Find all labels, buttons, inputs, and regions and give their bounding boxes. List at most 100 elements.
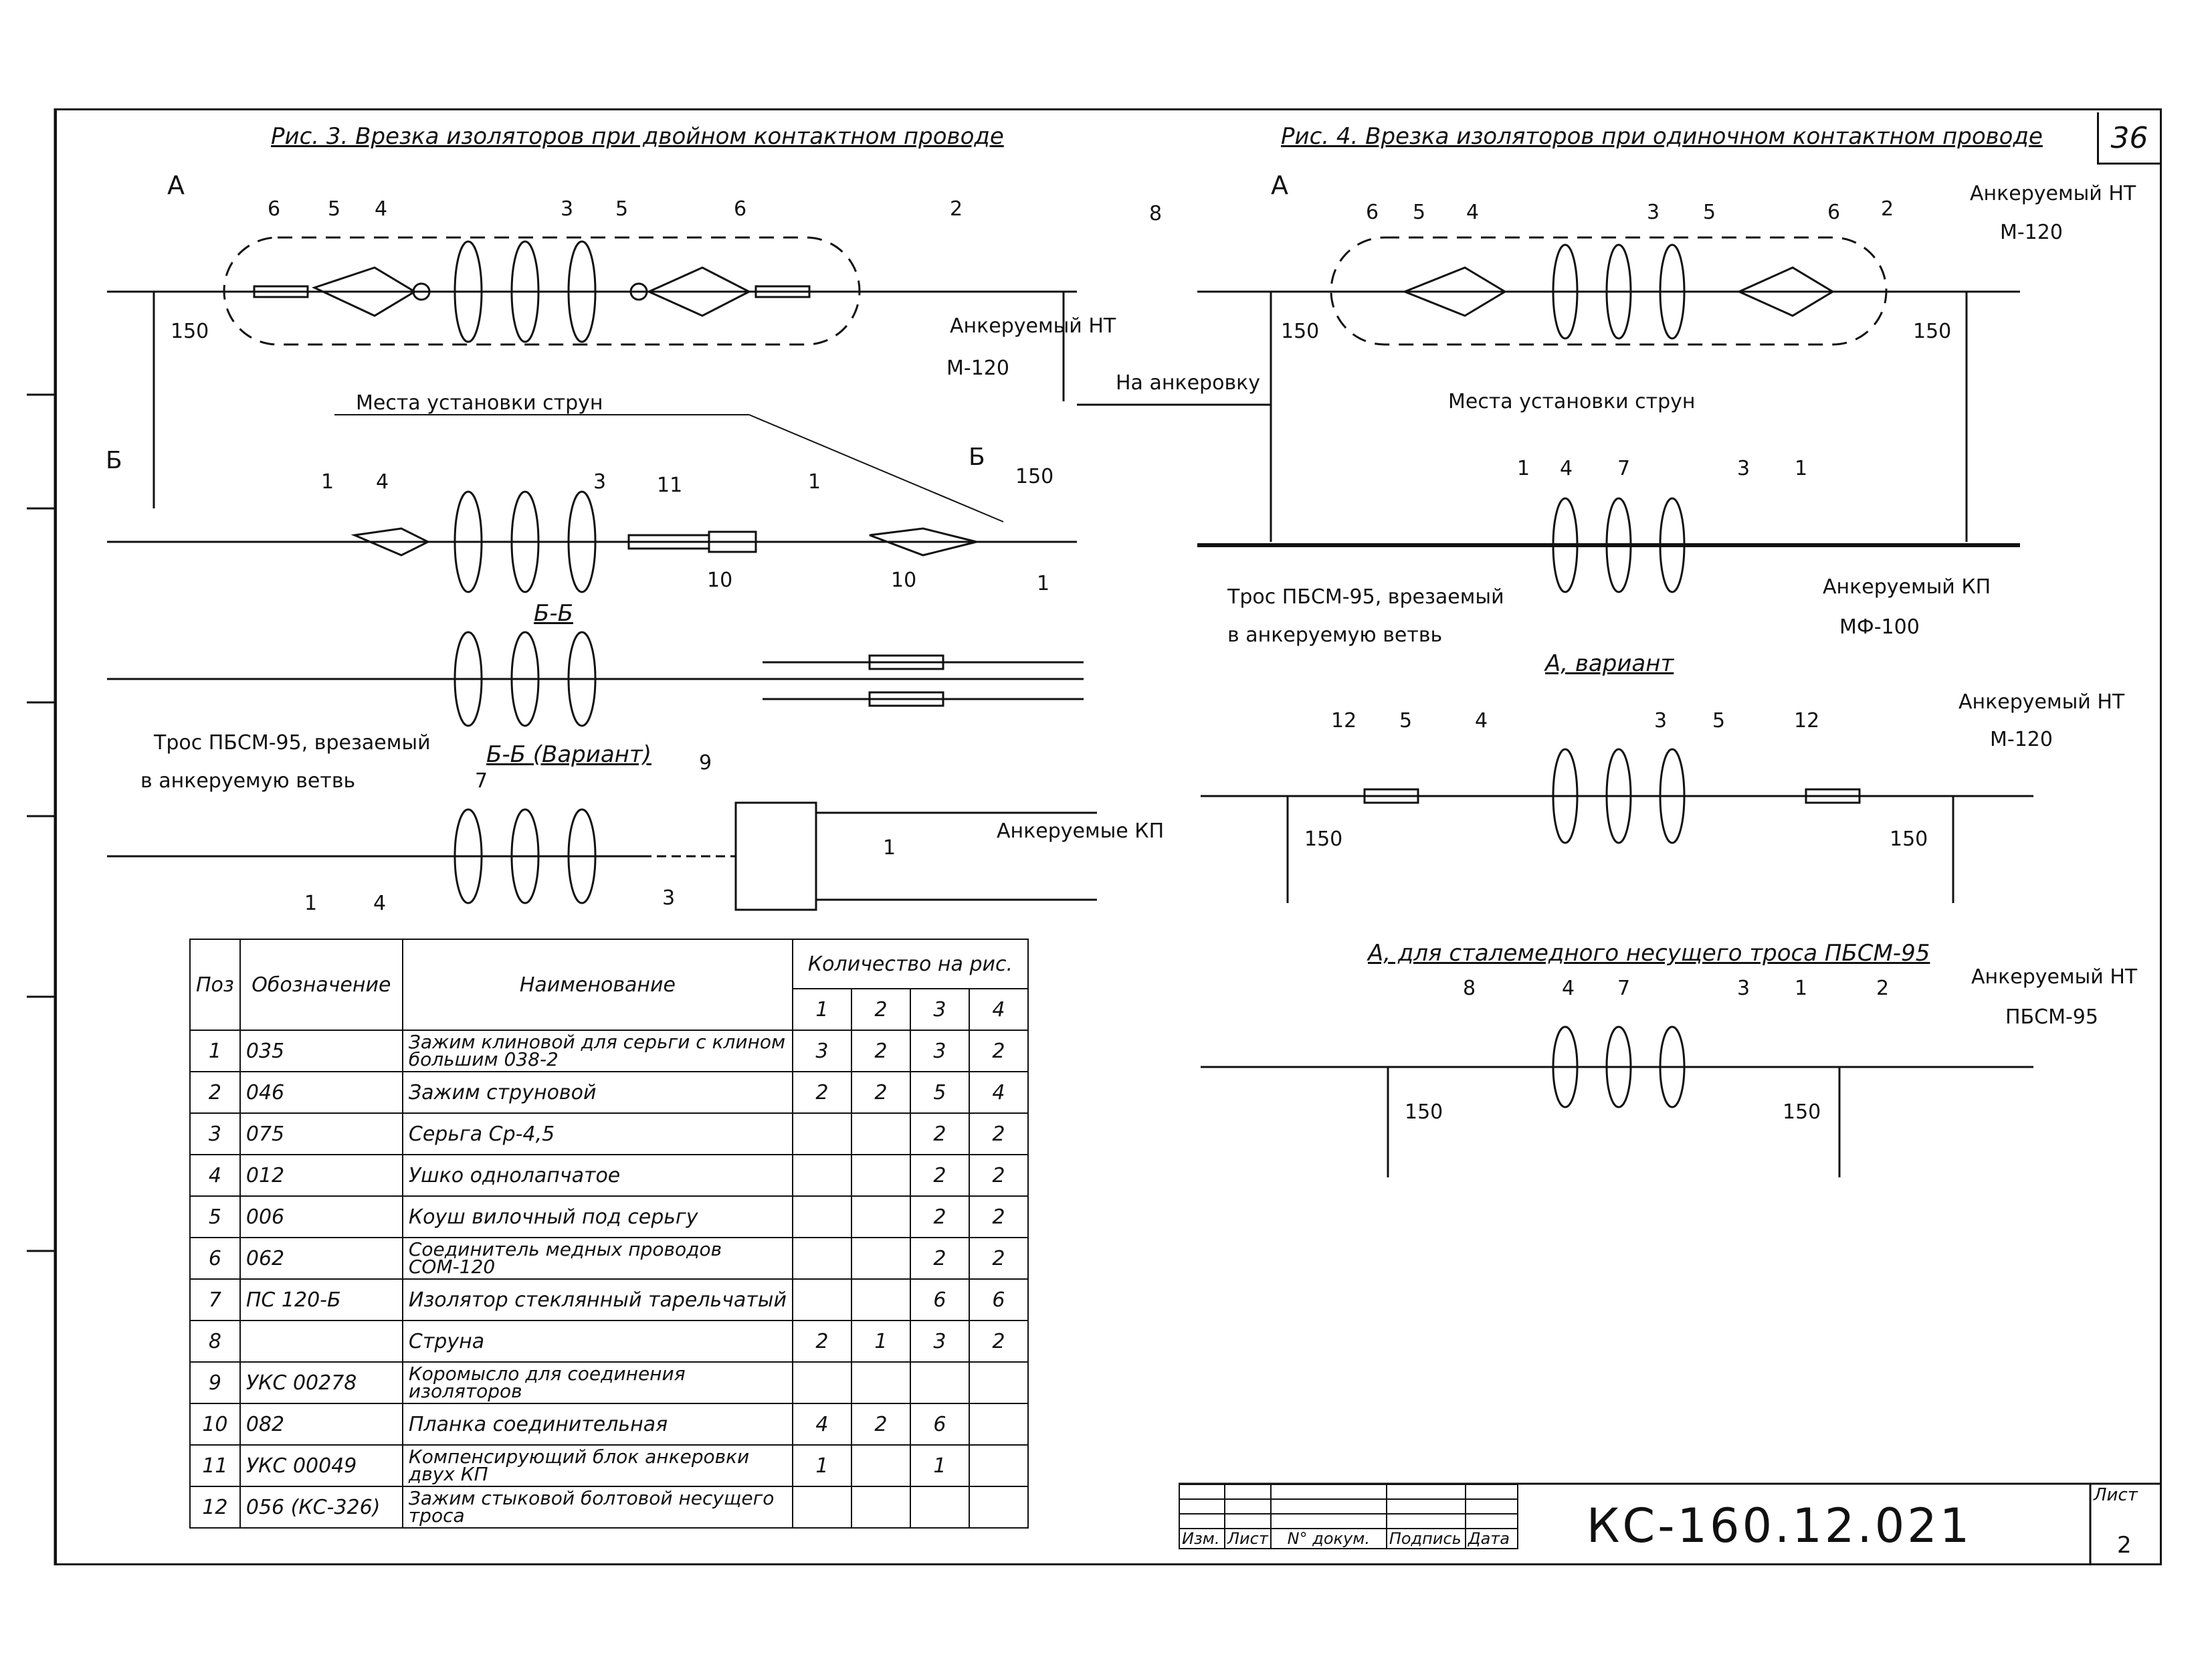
to-anchor-note: На анкеровку — [1116, 371, 1261, 395]
table-cell: Струна — [401, 1320, 793, 1363]
fig3-dashed-zone — [223, 236, 861, 346]
callout: 2 — [1881, 197, 1894, 221]
table-cell: 2 — [968, 1237, 1029, 1280]
fig4-insulator-string — [1401, 243, 1835, 340]
table-cell: Изолятор стеклянный тарельчатый — [401, 1278, 793, 1321]
table-cell: 056 (КС-326) — [239, 1486, 403, 1529]
table-cell — [968, 1361, 1029, 1404]
sheet-number: 36 — [2097, 112, 2160, 165]
th-qty: Количество на рис. — [791, 939, 1029, 989]
th-pos: Поз — [189, 939, 241, 1031]
fig3-m120: М-120 — [946, 357, 1009, 380]
dim-150: 150 — [1405, 1100, 1443, 1124]
table-cell: 2 — [850, 1071, 911, 1114]
table-cell — [850, 1444, 911, 1487]
callout: 12 — [1794, 709, 1820, 733]
anchored-kp: Анкеруемые КП — [997, 819, 1165, 843]
table-cell: 4 — [791, 1403, 852, 1446]
varSteel-pbsm95: ПБСМ-95 — [2005, 1005, 2098, 1029]
th-fig: 2 — [850, 988, 911, 1031]
th-designation: Обозначение — [239, 939, 403, 1031]
tb-col: Изм. — [1179, 1528, 1225, 1549]
table-cell: Соединитель медных проводов СОМ-120 — [401, 1237, 793, 1280]
callout: 3 — [593, 470, 607, 494]
table-cell: 2 — [968, 1320, 1029, 1363]
fig4-mf100: МФ-100 — [1839, 615, 1920, 639]
fig3-mid-insulators — [350, 490, 977, 593]
tb-col: N° докум. — [1270, 1528, 1387, 1549]
callout: 12 — [1331, 709, 1357, 733]
section-bbvar-title: Б-Б (Вариант) — [486, 741, 651, 768]
table-cell: 062 — [239, 1237, 403, 1280]
table-cell: 2 — [189, 1071, 241, 1114]
th-name: Наименование — [401, 939, 793, 1031]
section-bbvar-insulators — [454, 808, 736, 904]
table-cell: Зажим струновой — [401, 1071, 793, 1114]
dim-150: 150 — [171, 320, 209, 343]
sheet-value: 2 — [2117, 1532, 2132, 1559]
table-cell — [791, 1361, 852, 1404]
callout: 5 — [1712, 709, 1726, 733]
table-cell — [850, 1486, 911, 1529]
table-cell: 082 — [239, 1403, 403, 1446]
varSteel-anchored-nt: Анкеруемый НТ — [1971, 965, 2138, 989]
callout: 8 — [1149, 202, 1163, 225]
table-cell: УКС 00278 — [239, 1361, 403, 1404]
table-cell: 6 — [968, 1278, 1029, 1321]
table-cell: 5 — [189, 1195, 241, 1238]
callout: 7 — [475, 769, 488, 793]
title-block-grid: Изм. Лист N° докум. Подпись Дата — [1179, 1484, 1518, 1549]
table-cell: 1 — [850, 1320, 911, 1363]
table-cell: 10 — [189, 1403, 241, 1446]
table-cell — [909, 1361, 970, 1404]
table-cell: 2 — [909, 1112, 970, 1155]
callout: 6 — [1827, 201, 1841, 224]
tb-col: Подпись — [1385, 1528, 1466, 1549]
callout: 1 — [883, 836, 896, 860]
table-cell: 2 — [791, 1071, 852, 1114]
table-cell: Серьга Ср-4,5 — [401, 1112, 793, 1155]
callout: 6 — [734, 197, 747, 221]
table-cell: 1 — [909, 1444, 970, 1487]
table-cell — [791, 1154, 852, 1197]
callout: 1 — [321, 470, 334, 494]
table-cell: 11 — [189, 1444, 241, 1487]
table-cell: 2 — [968, 1154, 1029, 1197]
callout: 1 — [304, 892, 318, 915]
table-cell — [791, 1278, 852, 1321]
callout: 1 — [1517, 457, 1530, 480]
table-cell: 012 — [239, 1154, 403, 1197]
dim-150: 150 — [1015, 465, 1054, 488]
varA-insulators — [1363, 748, 1861, 844]
fig4-dashed-zone — [1330, 236, 1888, 346]
varSteel-insulators — [1552, 1026, 1686, 1108]
table-cell: 3 — [909, 1320, 970, 1363]
table-cell: 9 — [189, 1361, 241, 1404]
tb-col: Лист — [1224, 1528, 1272, 1549]
dim-150: 150 — [1890, 827, 1928, 851]
callout: 7 — [1617, 977, 1631, 1000]
table-cell: 1 — [791, 1444, 852, 1487]
table-cell: 4 — [189, 1154, 241, 1197]
callout: 5 — [1703, 201, 1716, 224]
callout: 5 — [1399, 709, 1413, 733]
table-cell — [850, 1195, 911, 1238]
fig4-strings-place: Места установки струн — [1448, 390, 1696, 413]
table-cell: 035 — [239, 1030, 403, 1072]
fig4-mid-insulators — [1552, 497, 1686, 593]
cable-note-line2: в анкеруемую ветвь — [140, 769, 356, 793]
table-cell — [791, 1112, 852, 1155]
table-cell: Ушко однолапчатое — [401, 1154, 793, 1197]
callout: 3 — [561, 197, 574, 221]
callout: 1 — [808, 470, 821, 494]
section-mark-b-right: Б — [969, 444, 985, 471]
fig4-cable-line1: Трос ПБСМ-95, врезаемый — [1227, 585, 1504, 609]
table-cell: 3 — [791, 1030, 852, 1072]
section-mark-b-left: Б — [106, 447, 122, 474]
table-cell: Зажим стыковой болтовой несущего троса — [401, 1486, 793, 1529]
varA-anchored-nt: Анкеруемый НТ — [1958, 690, 2125, 714]
callout: 1 — [1795, 977, 1808, 1000]
